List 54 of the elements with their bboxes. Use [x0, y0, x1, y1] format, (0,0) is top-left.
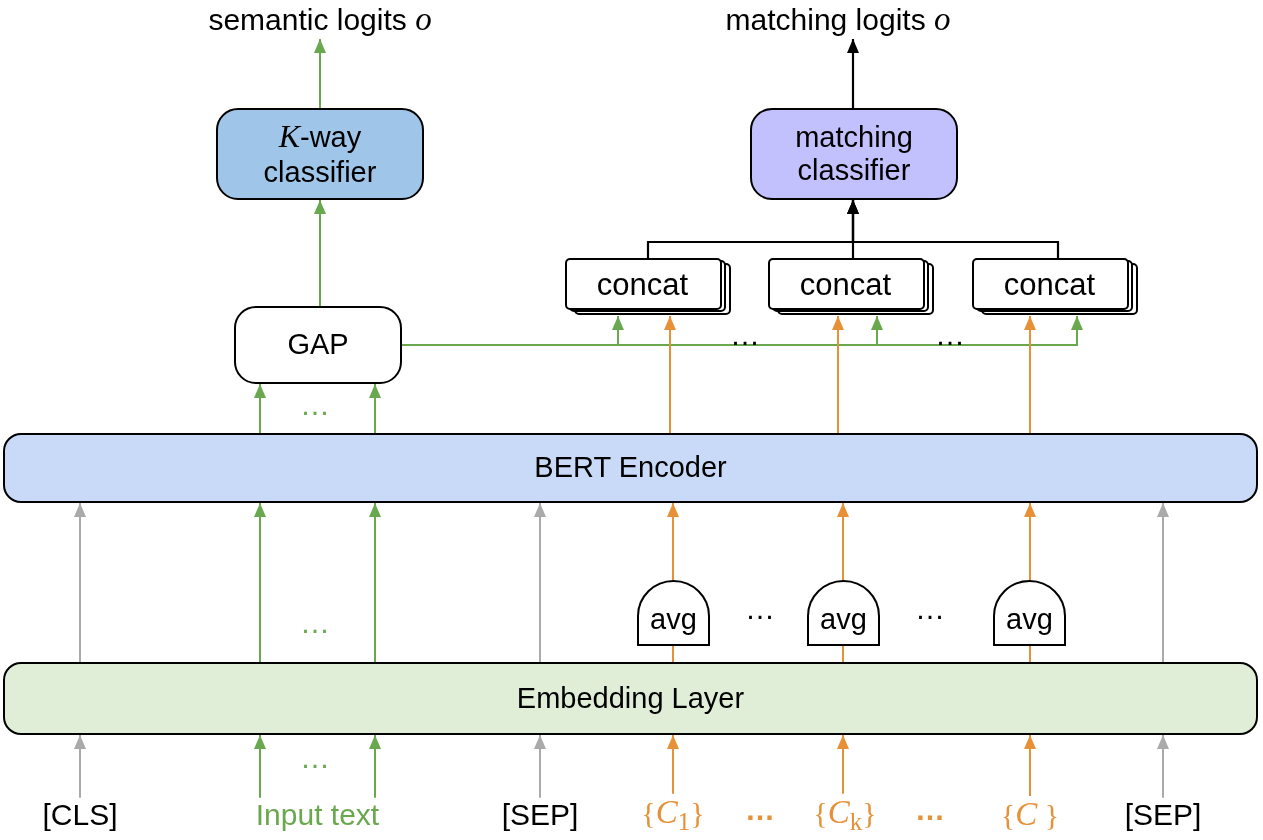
arrow	[1157, 502, 1169, 663]
ellipsis-label: …	[744, 793, 776, 827]
arrow	[534, 734, 546, 799]
ellipsis-label: …	[914, 592, 946, 626]
arrow	[667, 734, 679, 795]
arrow	[314, 199, 326, 307]
arrow	[832, 315, 844, 434]
token-label: {C$_{1}$}	[641, 793, 705, 837]
embedding-band: Embedding Layer	[3, 662, 1258, 735]
token-label: [SEP]	[501, 797, 579, 833]
classifier-box: K-way classifier	[216, 108, 424, 200]
arrow	[369, 734, 381, 799]
input-label: Input text	[255, 797, 380, 833]
ellipsis-label: …	[744, 592, 776, 626]
token-label: {C$_{k}$}	[813, 793, 877, 837]
arrow	[369, 502, 381, 663]
arrow	[664, 315, 676, 434]
average-gate: avg	[807, 580, 880, 646]
arrow	[369, 383, 381, 434]
arrow	[314, 37, 326, 109]
arrow	[74, 734, 86, 799]
token-label: [SEP]	[1124, 797, 1202, 833]
ellipsis-label: …	[934, 318, 966, 352]
ellipsis-label: …	[299, 388, 331, 422]
arrow	[1024, 315, 1036, 434]
classifier-box: matching classifier	[750, 108, 958, 200]
token-label: {C }	[1000, 796, 1060, 834]
arrow	[667, 502, 679, 581]
arrow	[1024, 502, 1036, 581]
connector-line	[1029, 645, 1031, 663]
pooling-box: GAP	[234, 306, 402, 384]
average-gate: avg	[993, 580, 1066, 646]
output-label: semantic logits o	[208, 1, 432, 39]
arrow	[837, 734, 849, 795]
arrow	[847, 200, 1060, 258]
arrow	[74, 502, 86, 663]
arrow	[847, 38, 859, 108]
token-label: [CLS]	[42, 797, 118, 833]
encoder-band: BERT Encoder	[3, 433, 1258, 503]
output-label: matching logits o	[725, 1, 951, 39]
ellipsis-label: …	[914, 793, 946, 827]
connector-line	[672, 645, 674, 663]
arrow	[837, 502, 849, 581]
arrow	[1024, 734, 1036, 798]
arrow	[254, 383, 266, 434]
average-gate: avg	[637, 580, 710, 646]
ellipsis-label: …	[299, 606, 331, 640]
arrow	[254, 734, 266, 799]
arrow	[254, 502, 266, 663]
arrow	[534, 502, 546, 663]
connector-line	[842, 645, 844, 663]
ellipsis-label: …	[729, 318, 761, 352]
arrow	[1157, 734, 1169, 799]
ellipsis-label: …	[299, 741, 331, 775]
